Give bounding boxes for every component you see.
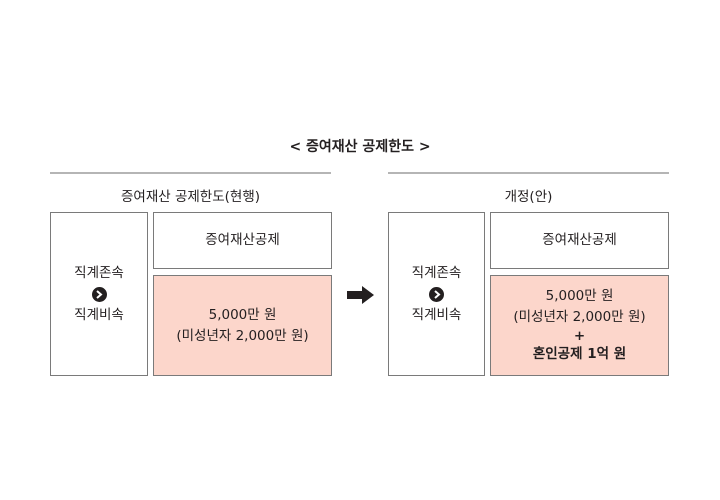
amount: 5,000만 원 [208, 306, 277, 323]
chevron-right-icon [429, 286, 444, 302]
minor-amount: (미성년자 2,000만 원) [176, 327, 309, 344]
deduction-label-box: 증여재산공제 [490, 212, 669, 269]
arrow-right-icon [347, 286, 374, 304]
minor-amount: (미성년자 2,000만 원) [513, 309, 646, 325]
relation-box: 직계존속 직계비속 [388, 212, 485, 376]
amount-box: 5,000만 원 (미성년자 2,000만 원) [153, 275, 332, 376]
chevron-right-icon [91, 286, 107, 302]
diagram-title: < 증여재산 공제한도 > [289, 139, 431, 155]
receiver-label: 직계비속 [74, 306, 124, 323]
marriage-deduction: 혼인공제 1억 원 [532, 346, 627, 362]
deduction-label-box: 증여재산공제 [153, 212, 332, 269]
relation-box: 직계존속 직계비속 [50, 212, 148, 376]
divider [388, 172, 669, 174]
current-heading: 증여재산 공제한도(현행) [120, 189, 261, 205]
amount-box: 5,000만 원 (미성년자 2,000만 원) + 혼인공제 1억 원 [490, 275, 669, 376]
giver-label: 직계존속 [74, 264, 124, 281]
giver-label: 직계존속 [411, 264, 462, 281]
plus-sign: + [573, 328, 586, 344]
proposed-heading-text: 개정(안) [504, 189, 553, 205]
receiver-label: 직계비속 [411, 306, 462, 323]
amount: 5,000만 원 [545, 288, 614, 304]
divider [50, 172, 331, 174]
